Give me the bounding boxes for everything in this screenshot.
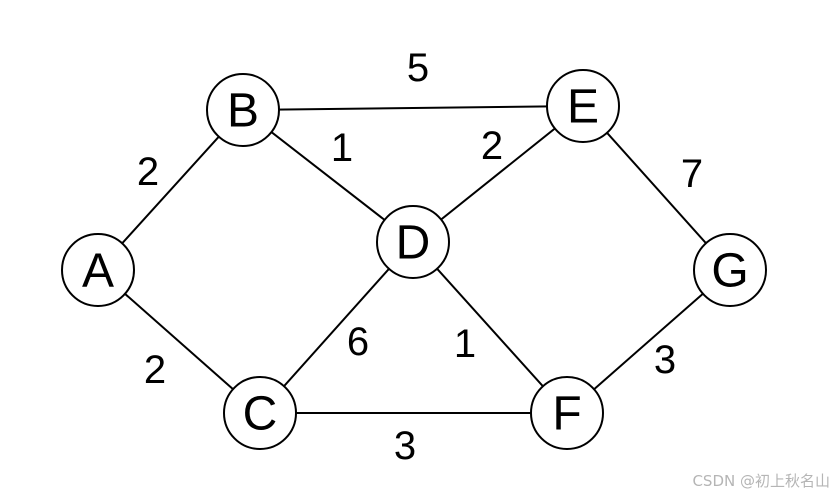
edge-weights-layer: 2 2 5 1 2 7 6 1 3 3 [137,46,703,468]
edge-weight-a-c: 2 [144,348,166,392]
nodes-layer: A B C D E F G [61,69,767,450]
edge-weight-c-f: 3 [394,424,416,468]
edge-weight-d-e: 2 [481,124,503,168]
node-e: E [546,69,620,143]
edge-b-e [242,105,584,111]
node-circle [530,376,604,450]
node-circle [61,233,135,307]
node-circle [693,233,767,307]
edge-weight-d-c: 6 [347,320,369,364]
node-label: C [243,388,278,441]
edge-weight-d-f: 1 [454,322,476,366]
node-f: F [530,376,604,450]
node-circle [376,205,450,279]
node-b: B [206,73,280,147]
node-circle [223,376,297,450]
edge-weight-b-d: 1 [331,126,353,170]
node-a: A [61,233,135,307]
node-label: E [567,81,599,134]
node-label: A [82,245,114,298]
node-label: D [396,217,431,270]
node-circle [206,73,280,147]
node-g: G [693,233,767,307]
node-label: B [227,85,259,138]
edge-weight-a-b: 2 [137,150,159,194]
node-label: F [552,388,581,441]
edge-weight-e-g: 7 [681,152,703,196]
edge-d-c [259,241,414,414]
edge-weight-g-f: 3 [654,338,676,382]
edge-weight-b-e: 5 [407,46,429,90]
node-d: D [376,205,450,279]
watermark: CSDN @初上秋名山 [692,472,830,490]
node-label: G [711,245,748,298]
node-circle [546,69,620,143]
node-c: C [223,376,297,450]
edge-d-f [412,241,568,414]
